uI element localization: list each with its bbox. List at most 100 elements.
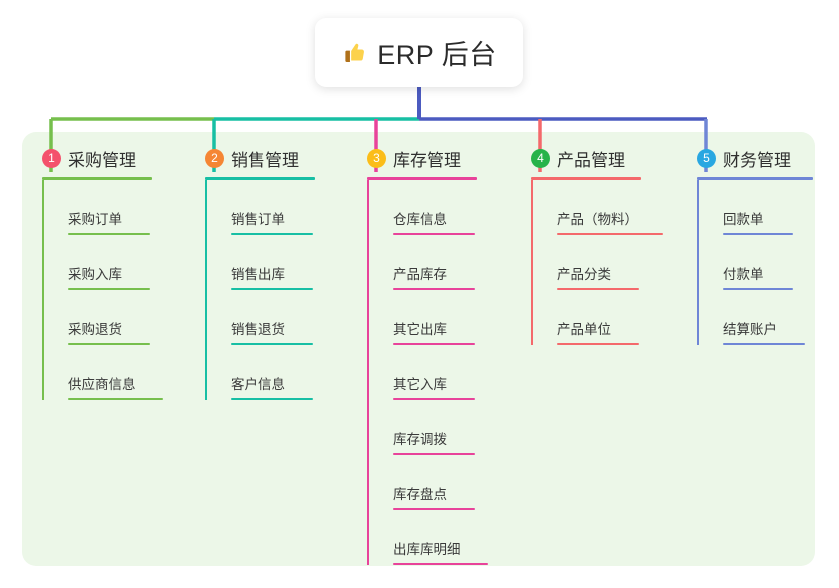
branch-title-3: 库存管理 xyxy=(393,150,461,170)
leaf-item-underline xyxy=(723,343,805,345)
branch-header-5[interactable]: 5 财务管理 xyxy=(697,146,807,170)
branch-column-2: 2 销售管理销售订单销售出库销售退货客户信息 xyxy=(205,146,315,400)
root-node[interactable]: ERP 后台 xyxy=(315,18,523,87)
leaf-item-underline xyxy=(557,288,639,290)
branch-items-5: 回款单付款单结算账户 xyxy=(697,180,807,345)
branch-title-1: 采购管理 xyxy=(68,150,136,170)
leaf-item-label: 结算账户 xyxy=(723,322,777,337)
leaf-item-underline xyxy=(723,233,793,235)
leaf-item-underline xyxy=(231,288,313,290)
leaf-item-label: 采购入库 xyxy=(68,267,122,282)
leaf-item-underline xyxy=(68,398,163,400)
branch-header-1[interactable]: 1 采购管理 xyxy=(42,146,152,170)
leaf-item-underline xyxy=(68,233,150,235)
leaf-item[interactable]: 销售出库 xyxy=(205,235,315,290)
leaf-item[interactable]: 销售订单 xyxy=(205,180,315,235)
thumbs-up-icon xyxy=(341,40,367,66)
leaf-item-label: 产品（物料） xyxy=(557,212,638,227)
branch-spine-2 xyxy=(205,180,207,400)
branch-header-2[interactable]: 2 销售管理 xyxy=(205,146,315,170)
leaf-item-underline xyxy=(393,233,475,235)
leaf-item[interactable]: 付款单 xyxy=(697,235,807,290)
leaf-item-label: 产品分类 xyxy=(557,267,611,282)
leaf-item[interactable]: 出库库明细 xyxy=(367,510,488,565)
leaf-item-underline xyxy=(723,288,793,290)
branch-spine-4 xyxy=(531,180,533,345)
leaf-item-label: 回款单 xyxy=(723,212,764,227)
leaf-item-label: 出库库明细 xyxy=(393,542,461,557)
leaf-item[interactable]: 采购订单 xyxy=(42,180,152,235)
leaf-item[interactable]: 产品单位 xyxy=(531,290,641,345)
branch-column-1: 1 采购管理采购订单采购入库采购退货供应商信息 xyxy=(42,146,163,400)
branch-underline-3 xyxy=(367,177,477,180)
leaf-item-underline xyxy=(393,563,488,565)
branch-items-2: 销售订单销售出库销售退货客户信息 xyxy=(205,180,315,400)
leaf-item-label: 销售出库 xyxy=(231,267,285,282)
branch-spine-1 xyxy=(42,180,44,400)
leaf-item-label: 产品库存 xyxy=(393,267,447,282)
leaf-item-underline xyxy=(231,398,313,400)
leaf-item-label: 库存盘点 xyxy=(393,487,447,502)
branch-items-3: 仓库信息产品库存其它出库其它入库库存调拨库存盘点出库库明细 xyxy=(367,180,488,565)
leaf-item-underline xyxy=(557,343,639,345)
leaf-item[interactable]: 其它出库 xyxy=(367,290,477,345)
leaf-item[interactable]: 库存调拨 xyxy=(367,400,477,455)
leaf-item-underline xyxy=(231,343,313,345)
leaf-item-label: 仓库信息 xyxy=(393,212,447,227)
leaf-item[interactable]: 供应商信息 xyxy=(42,345,163,400)
root-node-content: ERP 后台 xyxy=(341,33,497,72)
branch-badge-5: 5 xyxy=(697,148,716,168)
branch-underline-2 xyxy=(205,177,315,180)
leaf-item-label: 采购退货 xyxy=(68,322,122,337)
leaf-item[interactable]: 结算账户 xyxy=(697,290,807,345)
leaf-item-underline xyxy=(557,233,663,235)
leaf-item-label: 其它出库 xyxy=(393,322,447,337)
leaf-item-label: 供应商信息 xyxy=(68,377,136,392)
branch-title-5: 财务管理 xyxy=(723,150,791,170)
branch-badge-4: 4 xyxy=(531,148,550,168)
branch-column-4: 4 产品管理产品（物料） 产品分类产品单位 xyxy=(531,146,663,345)
leaf-item-underline xyxy=(68,343,150,345)
leaf-item-label: 采购订单 xyxy=(68,212,122,227)
leaf-item-label: 销售退货 xyxy=(231,322,285,337)
branch-spine-5 xyxy=(697,180,699,345)
leaf-item[interactable]: 产品分类 xyxy=(531,235,641,290)
branch-header-4[interactable]: 4 产品管理 xyxy=(531,146,641,170)
leaf-item[interactable]: 销售退货 xyxy=(205,290,315,345)
leaf-item-underline xyxy=(393,398,475,400)
leaf-item[interactable]: 客户信息 xyxy=(205,345,315,400)
leaf-item-label: 付款单 xyxy=(723,267,764,282)
branch-items-4: 产品（物料） 产品分类产品单位 xyxy=(531,180,663,345)
leaf-item-underline xyxy=(393,453,475,455)
leaf-item[interactable]: 回款单 xyxy=(697,180,807,235)
branch-column-5: 5 财务管理回款单付款单结算账户 xyxy=(697,146,813,345)
leaf-item-underline xyxy=(393,288,475,290)
branch-badge-2: 2 xyxy=(205,148,224,168)
leaf-item[interactable]: 采购退货 xyxy=(42,290,152,345)
branch-spine-3 xyxy=(367,180,369,565)
branch-underline-5 xyxy=(697,177,813,180)
branch-badge-1: 1 xyxy=(42,148,61,168)
leaf-item-underline xyxy=(393,343,475,345)
leaf-item[interactable]: 其它入库 xyxy=(367,345,477,400)
leaf-item-underline xyxy=(68,288,150,290)
leaf-item-underline xyxy=(231,233,313,235)
branch-title-4: 产品管理 xyxy=(557,150,625,170)
leaf-item-label: 销售订单 xyxy=(231,212,285,227)
leaf-item[interactable]: 库存盘点 xyxy=(367,455,477,510)
leaf-item-label: 其它入库 xyxy=(393,377,447,392)
leaf-item[interactable]: 产品库存 xyxy=(367,235,477,290)
branch-items-1: 采购订单采购入库采购退货供应商信息 xyxy=(42,180,163,400)
leaf-item[interactable]: 采购入库 xyxy=(42,235,152,290)
branch-underline-1 xyxy=(42,177,152,180)
leaf-item-label: 产品单位 xyxy=(557,322,611,337)
branch-title-2: 销售管理 xyxy=(231,150,299,170)
leaf-item-label: 库存调拨 xyxy=(393,432,447,447)
leaf-item[interactable]: 产品（物料） xyxy=(531,180,663,235)
leaf-item[interactable]: 仓库信息 xyxy=(367,180,477,235)
leaf-item-underline xyxy=(393,508,475,510)
leaf-item-label: 客户信息 xyxy=(231,377,285,392)
